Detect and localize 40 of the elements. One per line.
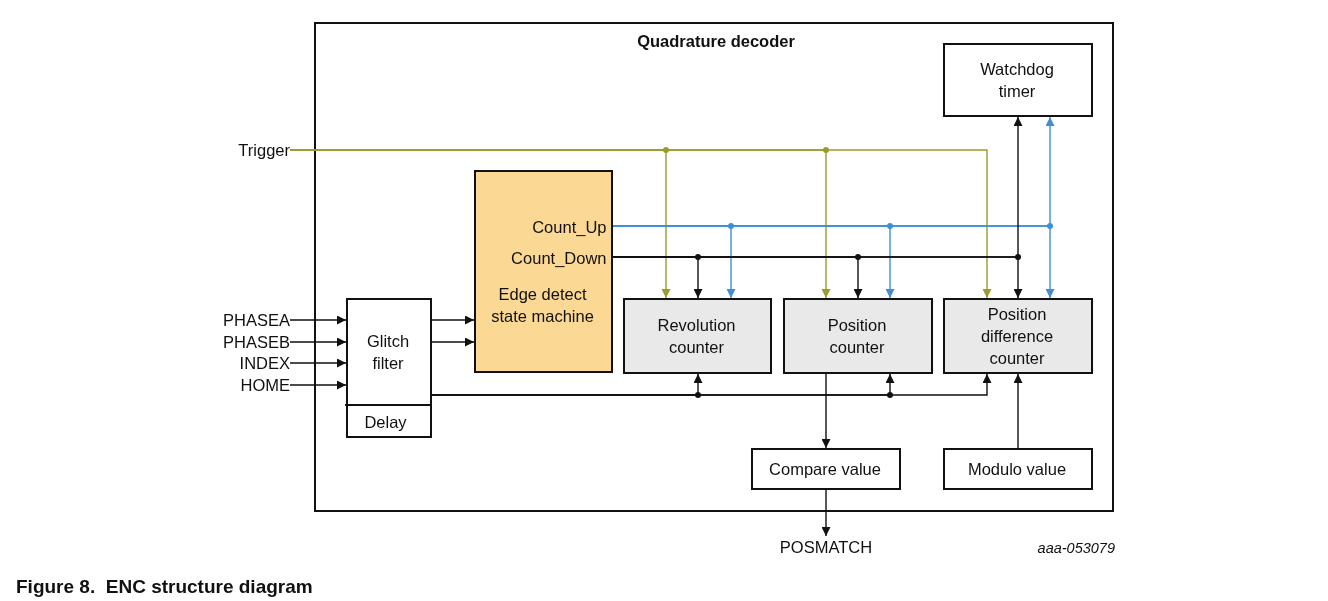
block — [942, 42, 1093, 117]
signal-name: HOME — [239, 375, 290, 396]
signal-name: PHASEB — [222, 332, 290, 353]
figure-id: aaa-053079 — [1036, 539, 1115, 558]
block-title: Quadrature decoder — [636, 31, 796, 52]
block-label: Position counter — [826, 314, 888, 358]
state-machine-block — [473, 169, 613, 373]
connector-arrow — [289, 149, 992, 299]
port-label: Count_Up — [531, 216, 607, 238]
figure-caption: Figure 8. ENC structure diagram — [16, 576, 313, 598]
block-label: Glitch filter — [365, 330, 411, 374]
connector-arrow — [1013, 373, 1023, 449]
port-label: Count_Down — [510, 247, 607, 269]
connector-arrow — [431, 315, 475, 325]
signal-name: INDEX — [238, 353, 290, 374]
block — [942, 447, 1093, 490]
block-label: Edge detect state machine — [490, 283, 595, 327]
connector-arrow — [821, 489, 831, 537]
signal-name: POSMATCH — [778, 537, 874, 558]
connector-arrow — [289, 358, 347, 368]
block-label: Revolution counter — [656, 314, 737, 358]
connector-arrow — [821, 373, 831, 449]
block-label: Delay — [363, 411, 408, 433]
block-label: Compare value — [768, 458, 882, 480]
signal-name: Trigger — [237, 140, 290, 161]
block — [345, 297, 432, 438]
connector-arrow — [289, 337, 347, 347]
connector-arrow — [289, 315, 347, 325]
block-label: Modulo value — [966, 458, 1068, 480]
block-label: Position difference counter — [979, 303, 1055, 369]
connector-arrow — [289, 380, 347, 390]
counter-block — [942, 297, 1093, 374]
signal-name: PHASEA — [222, 310, 290, 331]
connector-arrow — [431, 373, 992, 396]
decoder-block — [314, 22, 1114, 512]
counter-block — [622, 297, 772, 374]
block-label: Watchdog timer — [979, 58, 1055, 102]
connector-arrow — [431, 337, 475, 347]
block — [750, 447, 901, 490]
counter-block — [782, 297, 933, 374]
